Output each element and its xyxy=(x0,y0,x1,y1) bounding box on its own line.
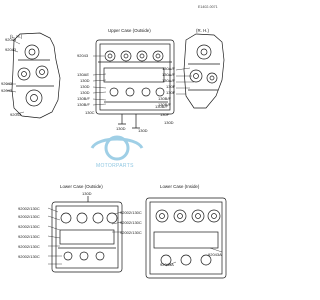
part-label: 130B/F xyxy=(158,96,171,101)
part-label: 130C xyxy=(85,110,95,115)
part-label: 130AE xyxy=(77,72,90,77)
part-label: 130A/F xyxy=(162,66,175,71)
part-label: 130A/F xyxy=(162,78,175,83)
lower-case-inside-view xyxy=(145,197,227,279)
watermark-logo xyxy=(90,135,144,161)
part-label: 130B/F xyxy=(158,102,171,107)
part-label: 130D xyxy=(116,126,126,131)
part-label: 92002/130C xyxy=(18,234,40,239)
part-label: 130D xyxy=(80,78,90,83)
part-label: 130F xyxy=(166,84,176,89)
part-label: 130D xyxy=(164,120,174,125)
part-label: 130A/F xyxy=(162,72,175,77)
upper-case-right-view xyxy=(183,33,225,109)
lower-right-title: Lower Case (Inside) xyxy=(160,184,200,189)
part-label: 130B/F xyxy=(77,102,90,107)
part-label: 130F xyxy=(166,90,176,95)
part-label: 92002/130C xyxy=(120,230,142,235)
part-label: 92002/130C xyxy=(120,210,142,215)
part-label: 92043 xyxy=(5,47,17,52)
lower-case-outside-view xyxy=(51,196,123,273)
upper-case-outside-view xyxy=(95,39,175,129)
part-label: 130B/F xyxy=(77,96,90,101)
upper-center-title: Upper Case (Outside) xyxy=(108,28,151,33)
diagram-page: MOTORPARTS E1402-0071 (L. H.) 92043 9204… xyxy=(1,5,227,279)
leader-lines xyxy=(5,39,223,267)
part-label: 92002/130C xyxy=(18,206,40,211)
upper-left-title: (L. H.) xyxy=(10,34,23,39)
part-label: 92043 xyxy=(77,53,89,58)
part-label: 130D xyxy=(80,90,90,95)
part-label: 92043 xyxy=(5,37,17,42)
part-label: 92043A xyxy=(160,262,174,267)
part-label: 130F xyxy=(160,112,170,117)
upper-case-left-view xyxy=(11,32,61,119)
lower-left-title: Lower Case (Outside) xyxy=(60,184,103,189)
part-label: 92043 xyxy=(10,112,22,117)
part-label: 92002/130C xyxy=(18,254,40,259)
part-label: 130D xyxy=(82,191,92,196)
part-label: 130D xyxy=(80,84,90,89)
part-label: 92043 xyxy=(1,81,13,86)
part-label: 92002/130C xyxy=(18,214,40,219)
watermark-text: MOTORPARTS xyxy=(96,163,134,169)
part-label: 92002/130C xyxy=(18,224,40,229)
part-label: 92043A xyxy=(208,252,222,257)
part-label: 92002/130C xyxy=(120,220,142,225)
part-label: 130B/F xyxy=(155,104,168,109)
reference-number: E1402-0071 xyxy=(198,5,218,9)
crankcase-drawing xyxy=(5,32,227,279)
part-label: 92043 xyxy=(1,88,13,93)
part-label: 92002/130C xyxy=(18,244,40,249)
part-label: 130D xyxy=(138,128,148,133)
upper-right-title: (R. H.) xyxy=(196,28,209,33)
